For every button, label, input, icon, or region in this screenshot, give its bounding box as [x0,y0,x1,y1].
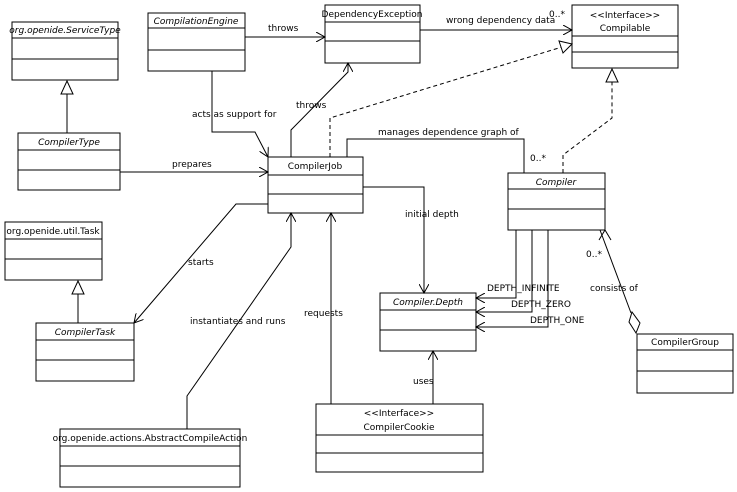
class-compiler-task-name: CompilerTask [55,328,116,338]
label-acts-as-support-for: acts as support for [192,110,277,120]
class-compiler-depth[interactable]: Compiler.Depth [379,292,477,352]
label-multiplicity-compiler: 0..* [530,154,546,164]
generalization-compiler-type-service-type [60,79,74,133]
class-compiler-cookie[interactable]: <<Interface>> CompilerCookie [315,403,484,473]
label-wrong-dependency-data: wrong dependency data [446,16,555,26]
class-compilation-engine[interactable]: CompilationEngine [147,12,246,72]
label-starts: starts [188,258,214,268]
class-compiler-depth-name: Compiler.Depth [393,298,463,308]
label-multiplicity-compilable: 0..* [549,10,565,20]
class-compiler-type-name: CompilerType [38,138,100,148]
generalization-compiler-task-task [71,279,85,323]
assoc-manages-graph: manages dependence graph of 0..* [346,128,546,173]
assoc-job-throws: throws [290,63,348,157]
label-depth-zero: DEPTH_ZERO [511,300,571,310]
class-task-name: org.openide.util.Task [6,227,100,237]
label-depth-infinite: DEPTH_INFINITE [487,284,560,294]
assoc-initial-depth: initial depth [363,186,459,293]
class-compiler-cookie-stereotype: <<Interface>> [364,409,434,419]
class-compiler-name: Compiler [536,178,578,188]
class-abstract-compile-action-name: org.openide.actions.AbstractCompileActio… [53,434,248,444]
label-instantiates-and-runs: instantiates and runs [190,317,286,327]
label-uses: uses [413,377,434,387]
class-dependency-exception-name: DependencyException [322,10,423,20]
class-abstract-compile-action[interactable]: org.openide.actions.AbstractCompileActio… [53,428,248,488]
class-compiler-job[interactable]: CompilerJob [267,156,364,214]
class-compiler-group-name: CompilerGroup [651,338,719,348]
class-compiler[interactable]: Compiler [507,172,606,231]
aggregation-group-compiler: 0..* consists of [586,229,641,335]
assoc-starts: starts [134,203,268,323]
assoc-uses: uses [413,351,434,404]
class-compiler-group[interactable]: CompilerGroup [636,333,734,394]
label-consists-of: consists of [590,284,639,294]
class-compiler-cookie-name: CompilerCookie [363,423,435,433]
class-compilable-name: Compilable [600,24,651,34]
label-prepares: prepares [172,160,212,170]
label-throws-top: throws [268,24,299,34]
assoc-acts-as-support: acts as support for [192,71,277,157]
assoc-requests: requests [304,213,343,404]
assoc-prepares: prepares [120,160,268,172]
assoc-depth-constants: DEPTH_INFINITE DEPTH_ZERO DEPTH_ONE [476,230,585,327]
class-service-type[interactable]: org.openide.ServiceType [9,21,121,81]
realization-job-compilable [329,40,573,157]
class-compiler-job-name: CompilerJob [288,162,343,172]
label-requests: requests [304,309,343,319]
label-initial-depth: initial depth [405,210,459,220]
assoc-wrong-dependency-data: wrong dependency data 0..* [420,10,572,30]
class-compilable-stereotype: <<Interface>> [590,11,660,21]
class-compilable[interactable]: <<Interface>> Compilable [571,4,679,69]
assoc-instantiates-and-runs: instantiates and runs [186,213,291,429]
class-compilation-engine-name: CompilationEngine [154,17,239,27]
class-service-type-name: org.openide.ServiceType [9,26,121,36]
label-throws-job: throws [296,101,327,111]
class-compiler-type[interactable]: CompilerType [17,132,121,191]
assoc-engine-throws: throws [245,24,325,37]
label-depth-one: DEPTH_ONE [530,316,585,326]
class-dependency-exception[interactable]: DependencyException [322,4,423,64]
realization-compiler-compilable [562,67,619,173]
label-multiplicity-group: 0..* [586,250,602,260]
class-compiler-task[interactable]: CompilerTask [35,322,135,382]
class-task[interactable]: org.openide.util.Task [4,221,103,281]
label-manages-graph: manages dependence graph of [378,128,520,138]
